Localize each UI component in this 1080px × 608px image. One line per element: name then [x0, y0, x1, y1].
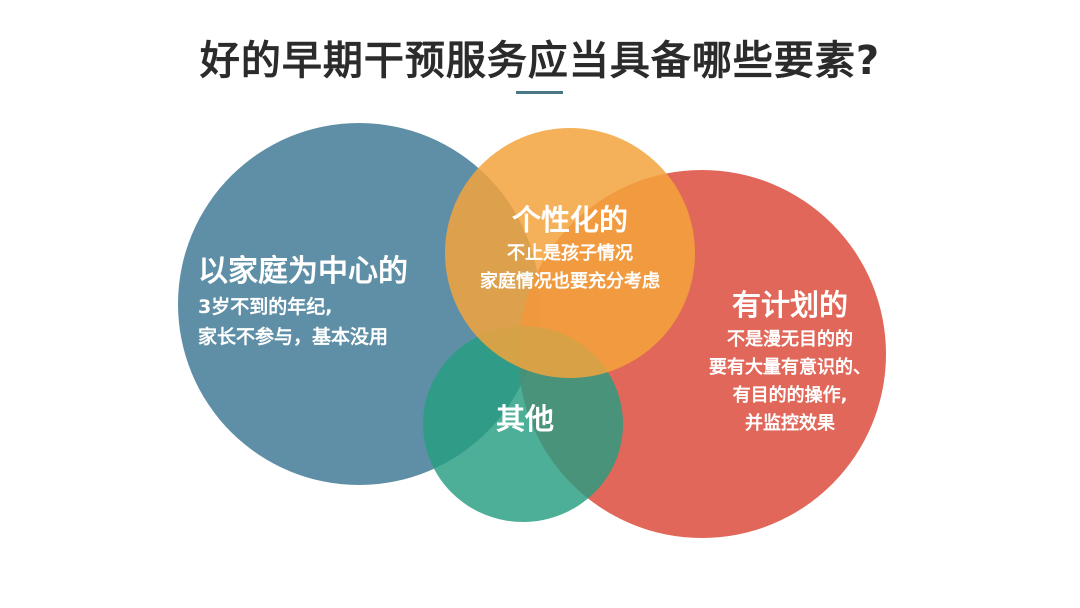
personalized-heading: 个性化的 [511, 203, 628, 237]
family-centered-line-1: 3岁不到的年纪, [198, 296, 333, 318]
planned-heading: 有计划的 [731, 288, 848, 322]
circle-personalized [445, 128, 695, 378]
planned-line-1: 不是漫无目的的 [727, 329, 853, 350]
family-centered-heading: 以家庭为中心的 [198, 254, 408, 289]
family-centered-line-2: 家长不参与，基本没用 [198, 326, 389, 348]
title-underline [516, 91, 563, 94]
planned-line-2: 要有大量有意识的、 [709, 357, 871, 378]
planned-line-3: 有目的的操作, [732, 385, 848, 406]
personalized-line-1: 不止是孩子情况 [507, 243, 633, 264]
planned-label: 有计划的 不是漫无目的的 要有大量有意识的、 有目的的操作, 并监控效果 [680, 284, 900, 438]
page-title: 好的早期干预服务应当具备哪些要素? [199, 38, 881, 84]
family-centered-label: 以家庭为中心的 3岁不到的年纪, 家长不参与，基本没用 [198, 252, 408, 352]
planned-line-4: 并监控效果 [745, 413, 835, 434]
personalized-label: 个性化的 不止是孩子情况 家庭情况也要充分考虑 [445, 200, 695, 296]
personalized-line-2: 家庭情况也要充分考虑 [480, 271, 660, 292]
other-heading: 其他 [495, 402, 554, 436]
